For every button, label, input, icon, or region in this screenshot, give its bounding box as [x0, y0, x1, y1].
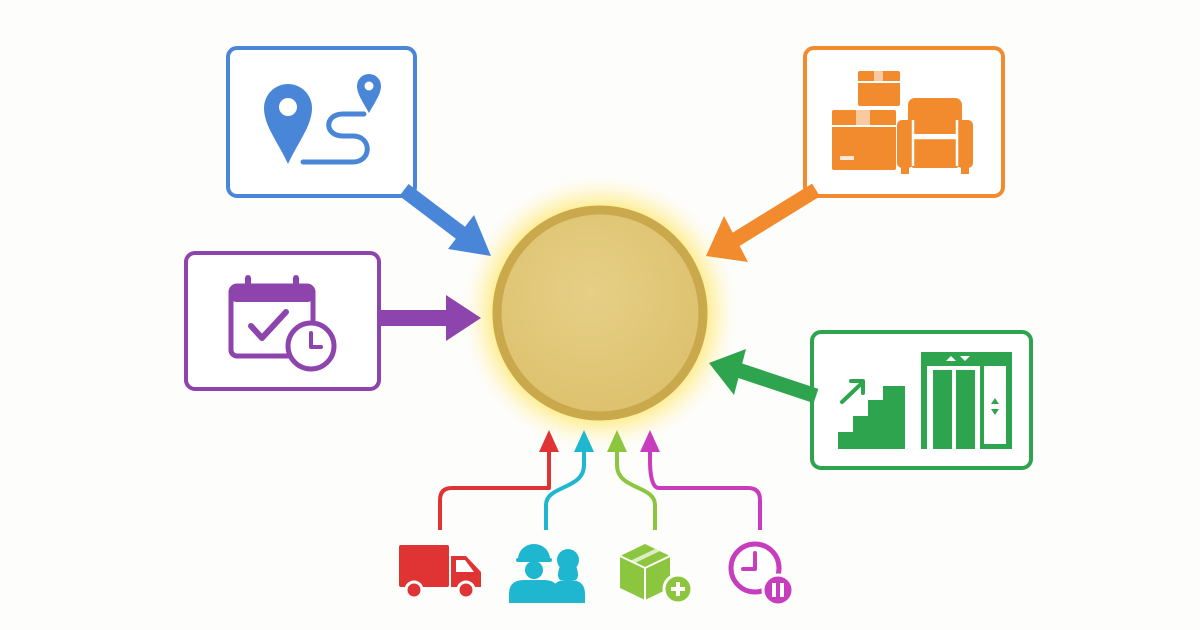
central-hub: [460, 173, 740, 453]
truck-icon: [399, 545, 481, 600]
calendar-clock-icon: [228, 275, 337, 372]
boxes-armchair-icon: [832, 71, 973, 174]
factor-distance: [226, 46, 491, 256]
input-extra-items: [607, 430, 694, 605]
extra-items-connector: [615, 452, 657, 530]
hub-circle: [492, 205, 708, 421]
route-map-pin-icon: [264, 74, 381, 165]
crew-connector: [544, 452, 586, 530]
volume-arrow: [706, 183, 820, 262]
schedule-box: [184, 251, 381, 391]
schedule-arrow: [379, 295, 481, 341]
clock-pause-icon: [728, 541, 795, 607]
factor-volume: [706, 46, 1005, 262]
workers-icon: [509, 544, 585, 603]
waiting-time-connector: [648, 452, 762, 530]
vehicle-connector: [438, 452, 551, 530]
distance-box: [226, 46, 417, 198]
stairs-elevator-icon: [838, 352, 1012, 449]
distance-arrow: [399, 184, 491, 256]
package-plus-icon: [619, 544, 694, 605]
factor-access: [709, 330, 1033, 470]
factor-schedule: [184, 251, 481, 391]
access-arrow: [709, 349, 819, 404]
input-crew: [509, 430, 594, 603]
input-waiting-time: [640, 430, 795, 607]
input-vehicle: [399, 430, 559, 600]
